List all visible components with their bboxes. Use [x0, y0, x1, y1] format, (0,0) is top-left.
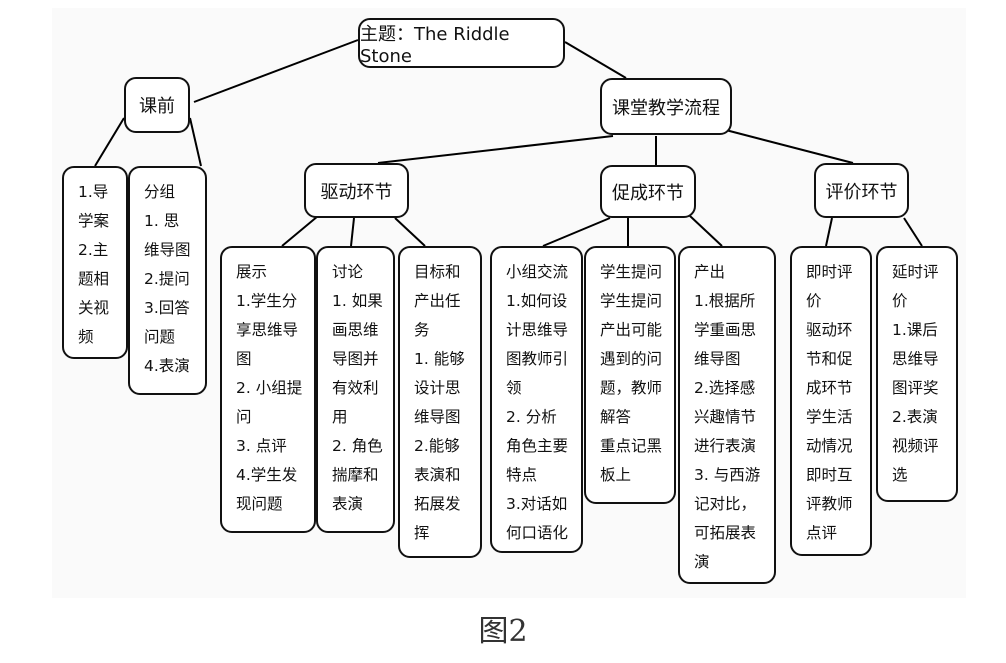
edge-eval-leaf1 — [825, 217, 833, 247]
classroom-process-node: 课堂教学流程 — [600, 78, 732, 135]
promote-leaf-questions: 学生提问 学生提问 产出可能 遇到的问 题，教师 解答 重点记黑 板上 — [584, 246, 676, 504]
edge-promote-leaf1 — [542, 217, 611, 247]
drive-stage-node: 驱动环节 — [304, 163, 409, 218]
edge-root-preclass — [193, 39, 359, 103]
figure-caption: 图2 — [478, 614, 528, 649]
edge-drive-leaf3 — [394, 217, 426, 247]
preclass-leaf-grouping: 分组 1. 思 维导图 2.提问 3.回答 问题 4.表演 — [128, 166, 207, 395]
evaluate-stage-node: 评价环节 — [814, 163, 909, 218]
drive-leaf-discuss: 讨论 1. 如果 画思维 导图并 有效利 用 2. 角色 揣摩和 表演 — [316, 246, 395, 533]
edge-root-classroom — [564, 41, 627, 79]
edge-classroom-drive — [377, 135, 614, 164]
pre-class-node: 课前 — [124, 77, 190, 133]
drive-leaf-show: 展示 1.学生分 享思维导 图 2. 小组提 问 3. 点评 4.学生发 现问题 — [220, 246, 316, 533]
promote-leaf-group-exchange: 小组交流 1.如何设 计思维导 图教师引 领 2. 分析 角色主要 特点 3.对… — [490, 246, 583, 553]
edge-classroom-eval — [717, 127, 854, 164]
edge-eval-leaf2 — [903, 217, 923, 247]
preclass-leaf-guide: 1.导 学案 2.主 题相 关视 频 — [62, 166, 128, 359]
drive-leaf-goals: 目标和 产出任 务 1. 能够 设计思 维导图 2.能够 表演和 拓展发 挥 — [398, 246, 482, 558]
promote-stage-node: 促成环节 — [600, 165, 696, 218]
root-node: 主题：The Riddle Stone — [358, 18, 565, 68]
promote-leaf-output: 产出 1.根据所 学重画思 维导图 2.选择感 兴趣情节 进行表演 3. 与西游… — [678, 246, 776, 584]
edge-preclass-leaf1 — [94, 117, 125, 167]
evaluate-leaf-delayed: 延时评 价 1.课后 思维导 图评奖 2.表演 视频评 选 — [876, 246, 958, 502]
edge-drive-leaf2 — [350, 217, 355, 247]
edge-promote-leaf3 — [689, 215, 723, 247]
evaluate-leaf-immediate: 即时评 价 驱动环 节和促 成环节 学生活 动情况 即时互 评教师 点评 — [790, 246, 872, 556]
edge-preclass-leaf2 — [189, 117, 202, 167]
edge-drive-leaf1 — [281, 215, 319, 247]
